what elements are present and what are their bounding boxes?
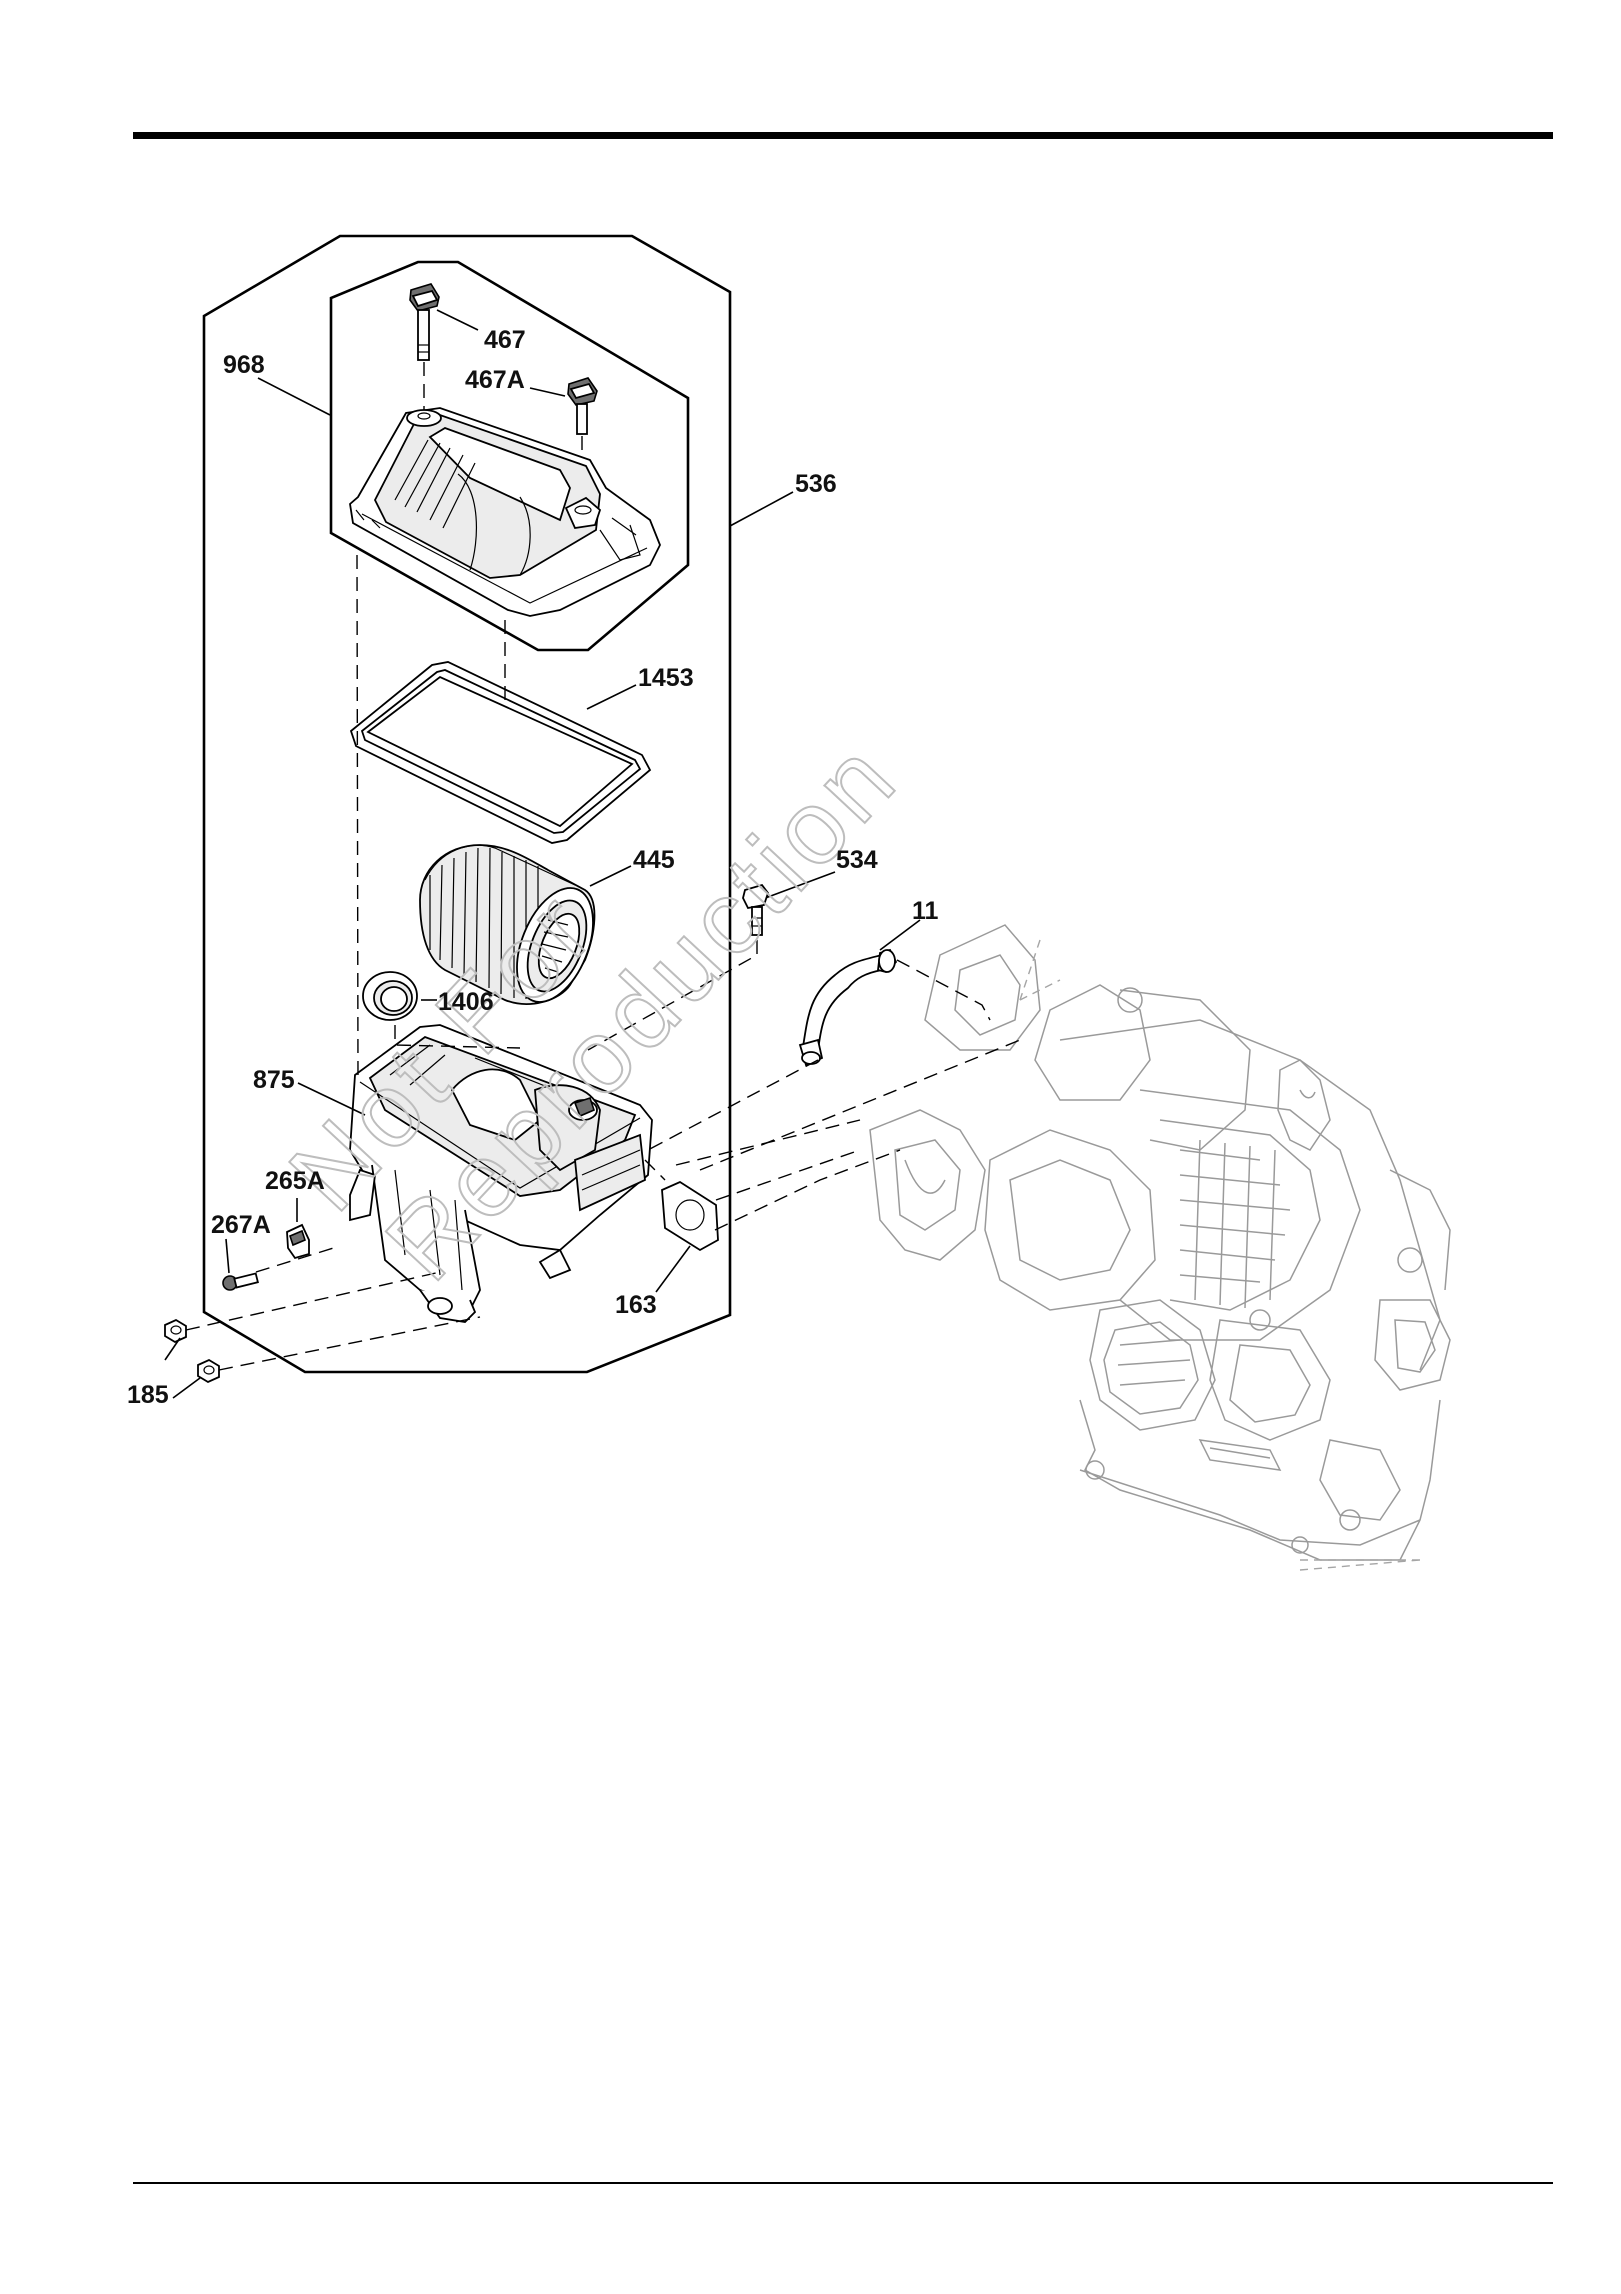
clip-265a: [287, 1225, 309, 1258]
footer-rule: [133, 2182, 1553, 2184]
callout-1453: 1453: [638, 664, 694, 692]
callout-536: 536: [795, 470, 837, 498]
callout-163: 163: [615, 1291, 657, 1319]
breather-hose-11: [800, 950, 896, 1065]
callout-467a: 467A: [465, 366, 525, 394]
callout-875: 875: [253, 1066, 295, 1094]
screw-267a: [223, 1273, 258, 1290]
gasket-163: [662, 1182, 718, 1250]
air-cleaner-cover-968: [350, 408, 660, 616]
callout-265a: 265A: [265, 1167, 325, 1195]
callout-534: 534: [836, 846, 878, 874]
callout-968: 968: [223, 351, 265, 379]
callout-1406: 1406: [438, 988, 494, 1016]
callout-267a: 267A: [211, 1211, 271, 1239]
cap-screw-467a: [568, 378, 597, 434]
callout-11: 11: [912, 897, 939, 925]
header-rule: [133, 132, 1553, 139]
callout-467: 467: [484, 326, 526, 354]
cap-screw-467: [410, 284, 439, 360]
gasket-1453: [351, 662, 650, 843]
callout-185: 185: [127, 1381, 169, 1409]
callout-445: 445: [633, 846, 675, 874]
engine-block-drawing: [870, 925, 1450, 1570]
